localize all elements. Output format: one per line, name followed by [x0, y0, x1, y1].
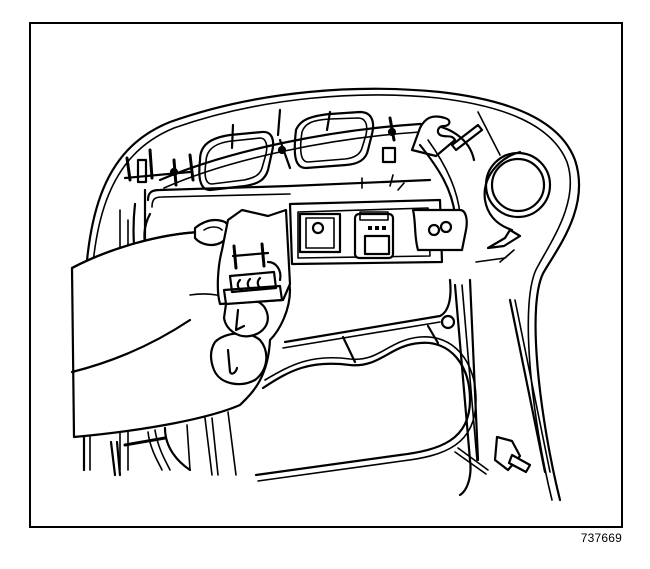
electrical-connector: [216, 208, 292, 306]
top-vents: [123, 108, 397, 192]
lower-console-opening: [254, 278, 551, 497]
switch-module: [288, 198, 468, 266]
retaining-clip: [410, 115, 484, 217]
figure-number: 737669: [580, 531, 622, 545]
small-plug: [454, 435, 532, 475]
lower-left-trim: [109, 411, 237, 477]
round-knob: [475, 111, 552, 263]
